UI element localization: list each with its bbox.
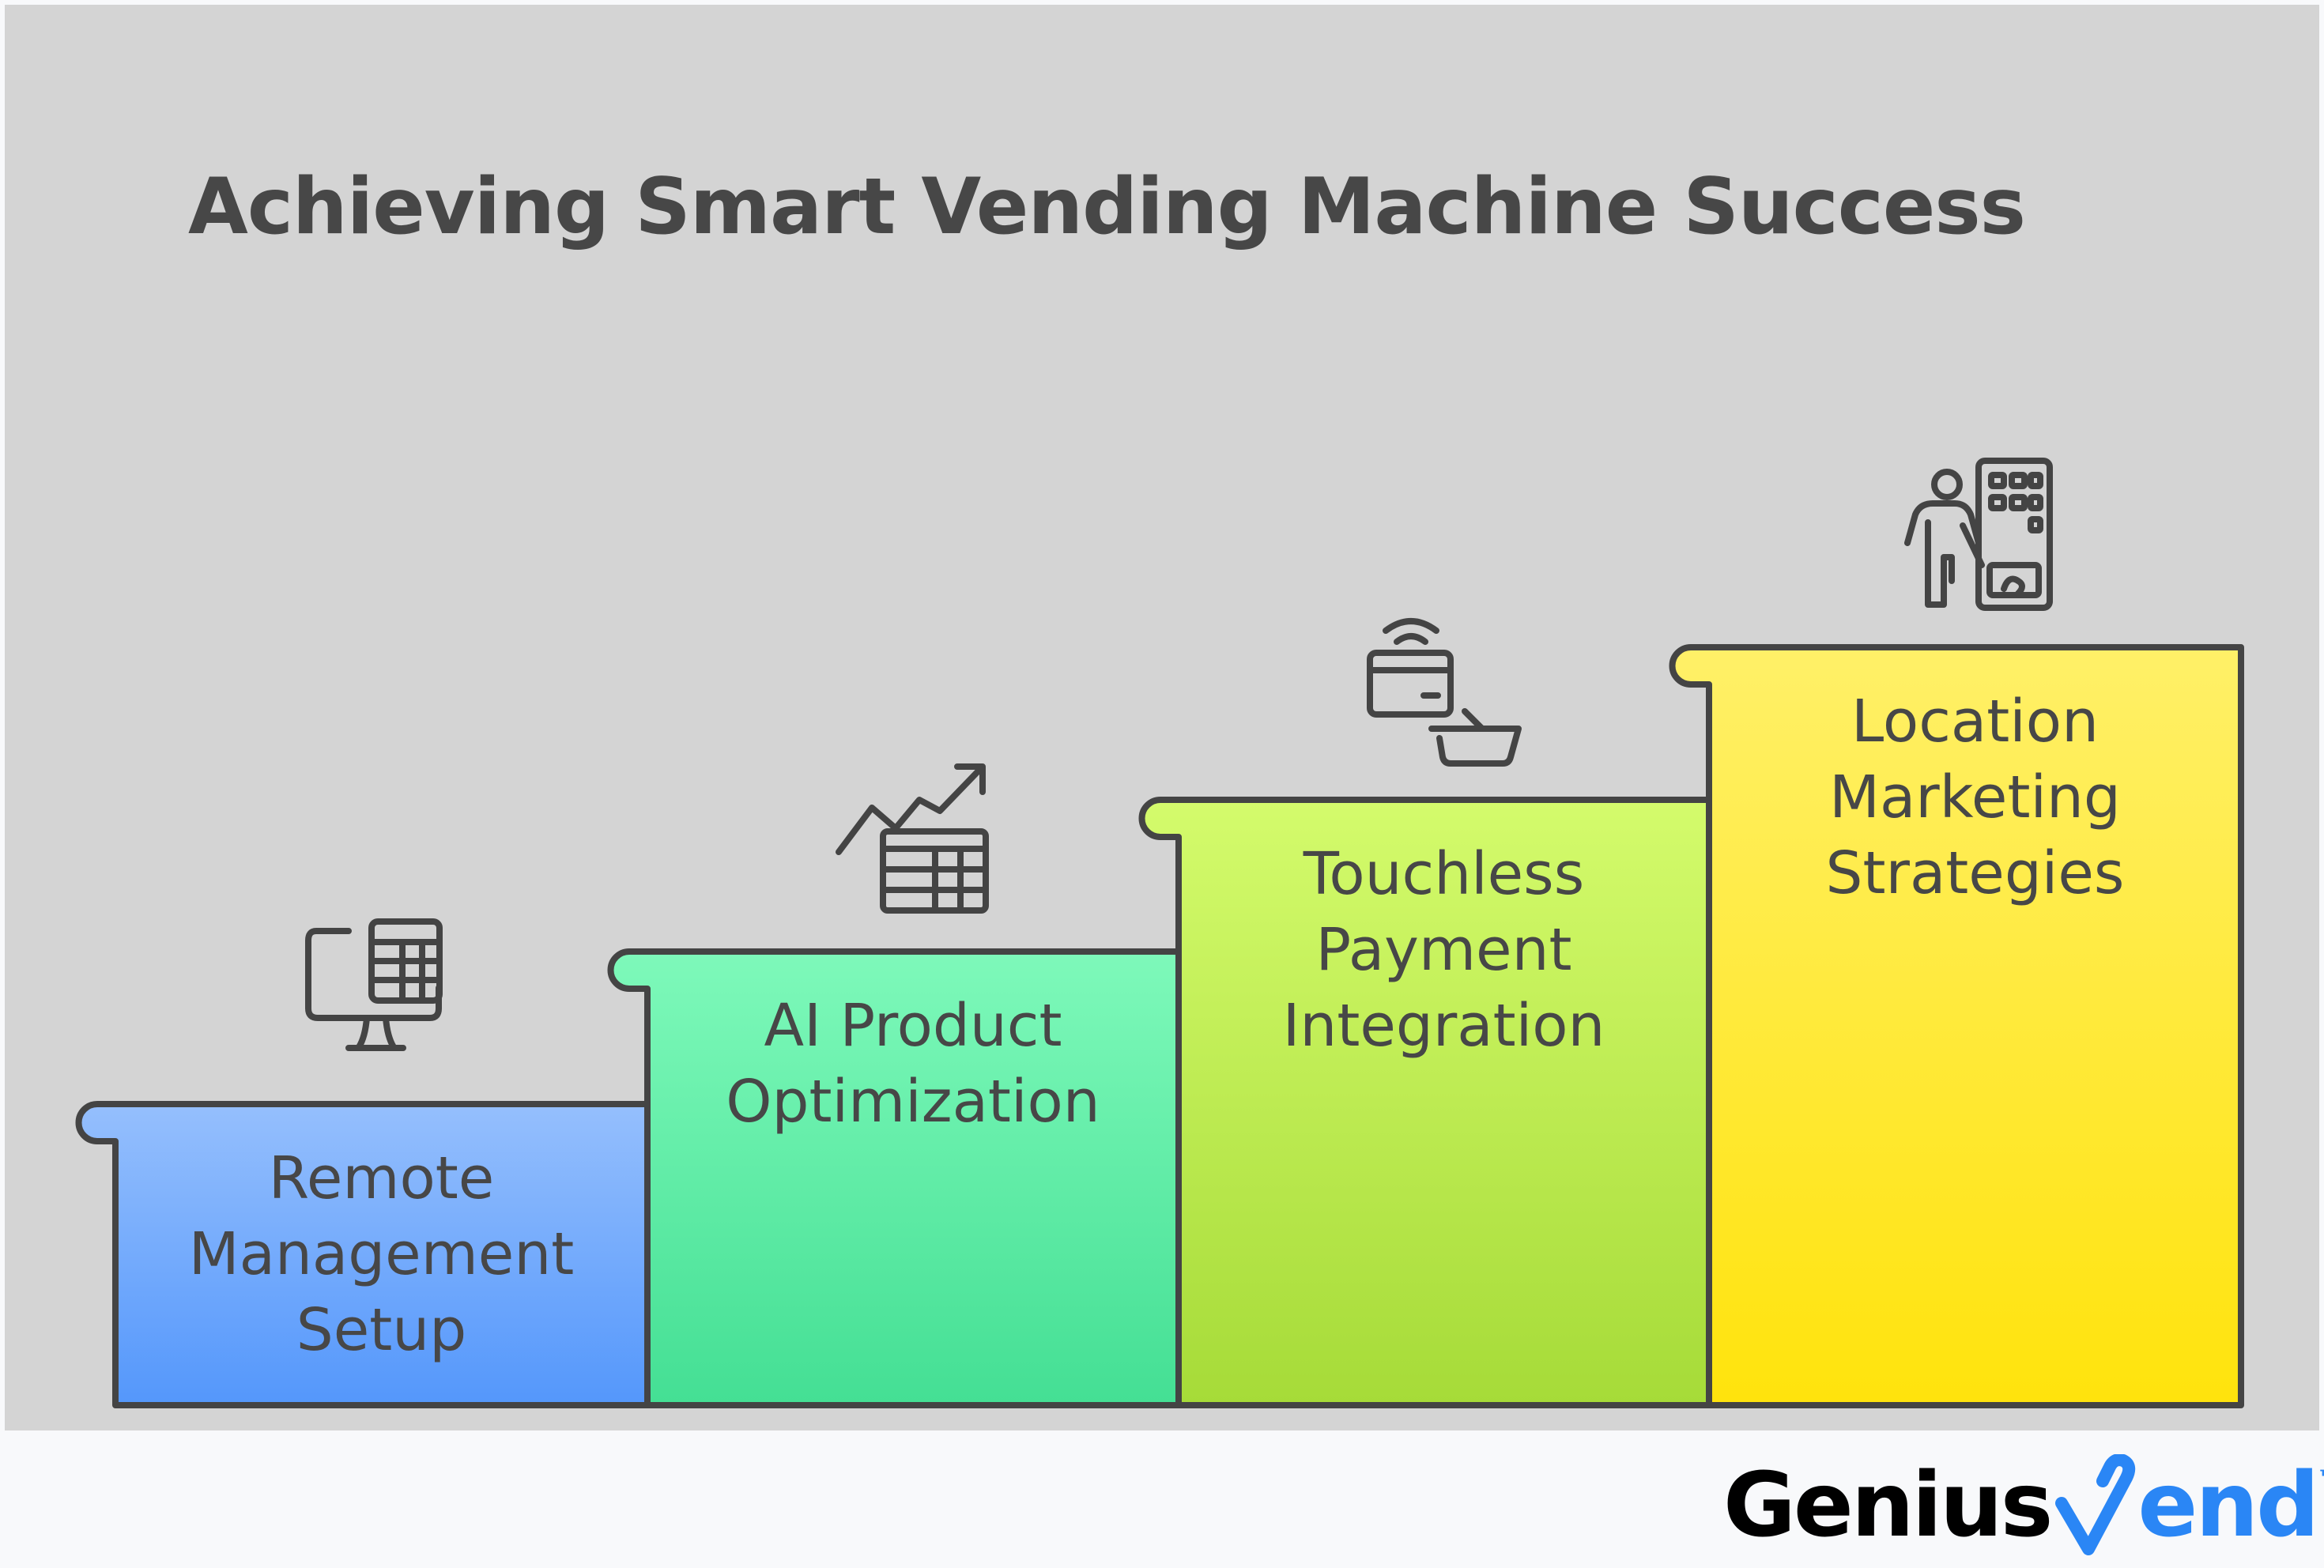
person-vending-machine-icon	[1904, 458, 2053, 611]
chart-growth-table-icon	[836, 763, 989, 914]
step-label-line: Setup	[296, 1296, 467, 1364]
step-label-line: Marketing	[1829, 763, 2121, 831]
step-label-line: Management	[188, 1220, 575, 1288]
logo-checkmark-v-icon	[2055, 1454, 2136, 1555]
step-block-4	[1669, 644, 2244, 1408]
step-label-line: Strategies	[1825, 839, 2125, 907]
logo-text-end: end	[2137, 1454, 2319, 1557]
step-block-1	[75, 1101, 651, 1408]
monitor-spreadsheet-icon	[305, 918, 443, 1051]
logo-trademark: ™	[2317, 1465, 2324, 1491]
step-label-line: Payment	[1315, 916, 1572, 984]
step-label-line: Remote	[268, 1144, 495, 1212]
step-label-line: Touchless	[1303, 840, 1585, 908]
step-block-3	[1138, 797, 1712, 1408]
step-label-line: AI Product	[764, 992, 1062, 1060]
step-label-line: Location	[1851, 688, 2099, 756]
contactless-card-basket-icon	[1367, 618, 1522, 767]
step-label-line: Optimization	[726, 1068, 1100, 1136]
diagram-title: Achieving Smart Vending Machine Success	[187, 162, 2026, 252]
brand-logo: Genius end ™	[1723, 1454, 2324, 1557]
logo-text-genius: Genius	[1723, 1454, 2053, 1557]
step-block-2	[607, 948, 1182, 1408]
step-label-line: Integration	[1282, 992, 1605, 1060]
